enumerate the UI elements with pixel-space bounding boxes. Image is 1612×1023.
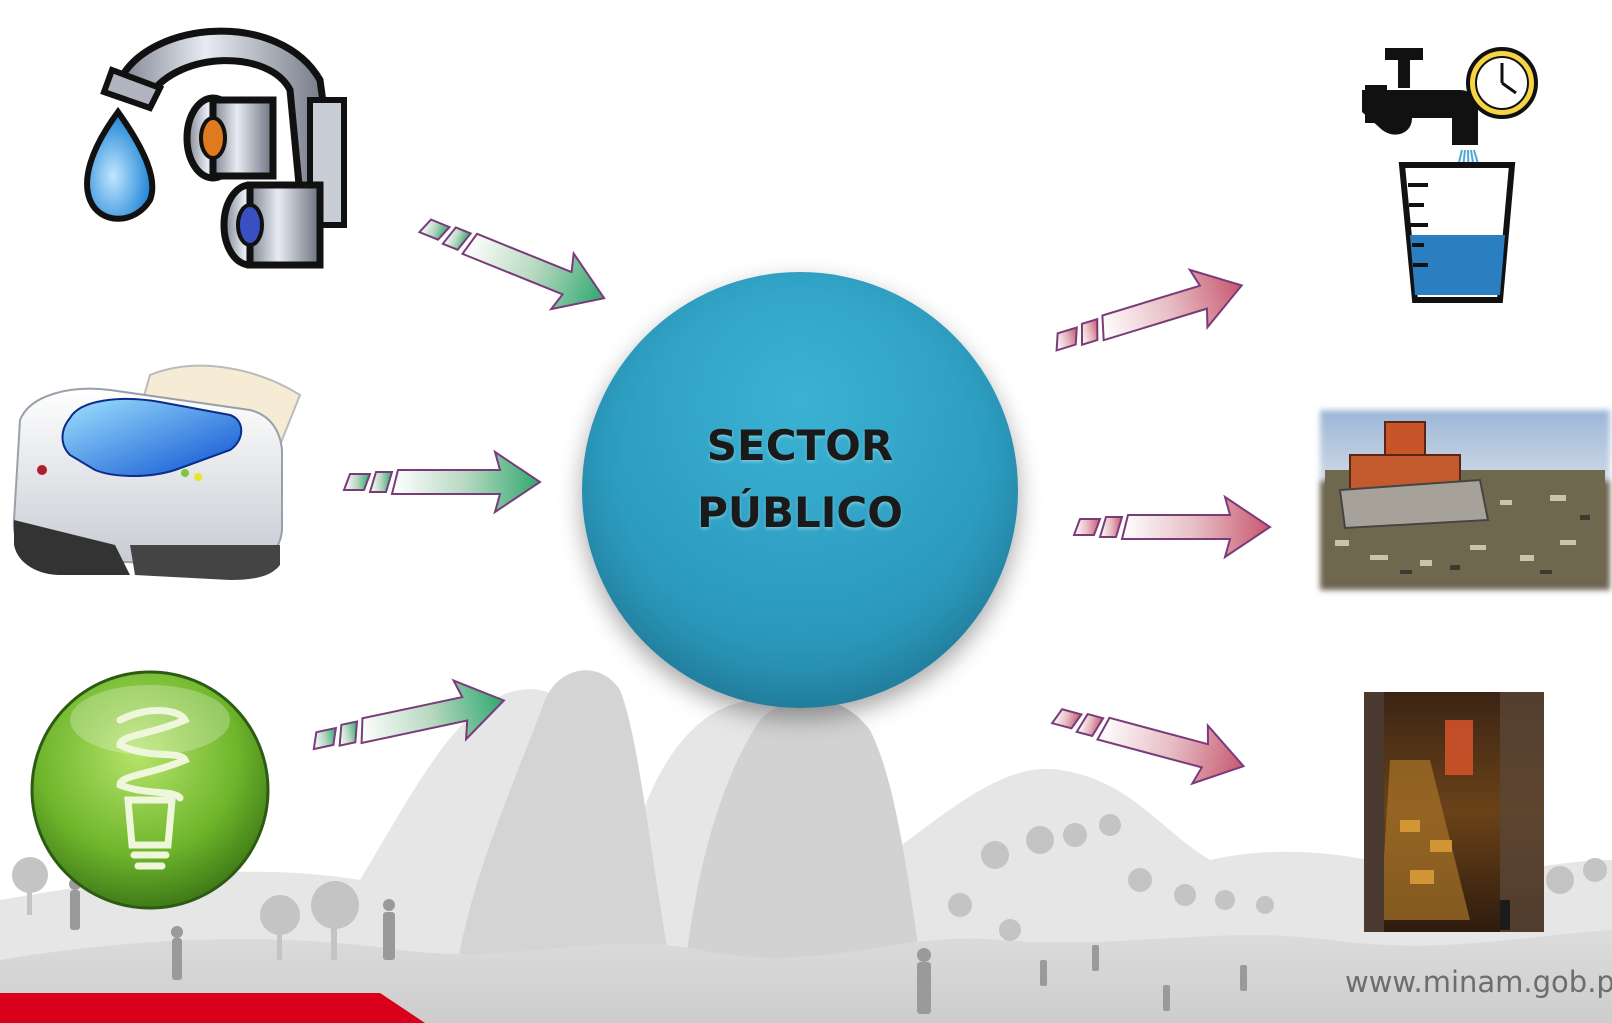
- sector-publico-circle: SECTOR PÚBLICO: [582, 272, 1018, 708]
- footer-url: www.minam.gob.pe: [1345, 965, 1612, 999]
- center-label-line1: SECTOR: [706, 421, 894, 470]
- center-label-line2: PÚBLICO: [697, 488, 903, 538]
